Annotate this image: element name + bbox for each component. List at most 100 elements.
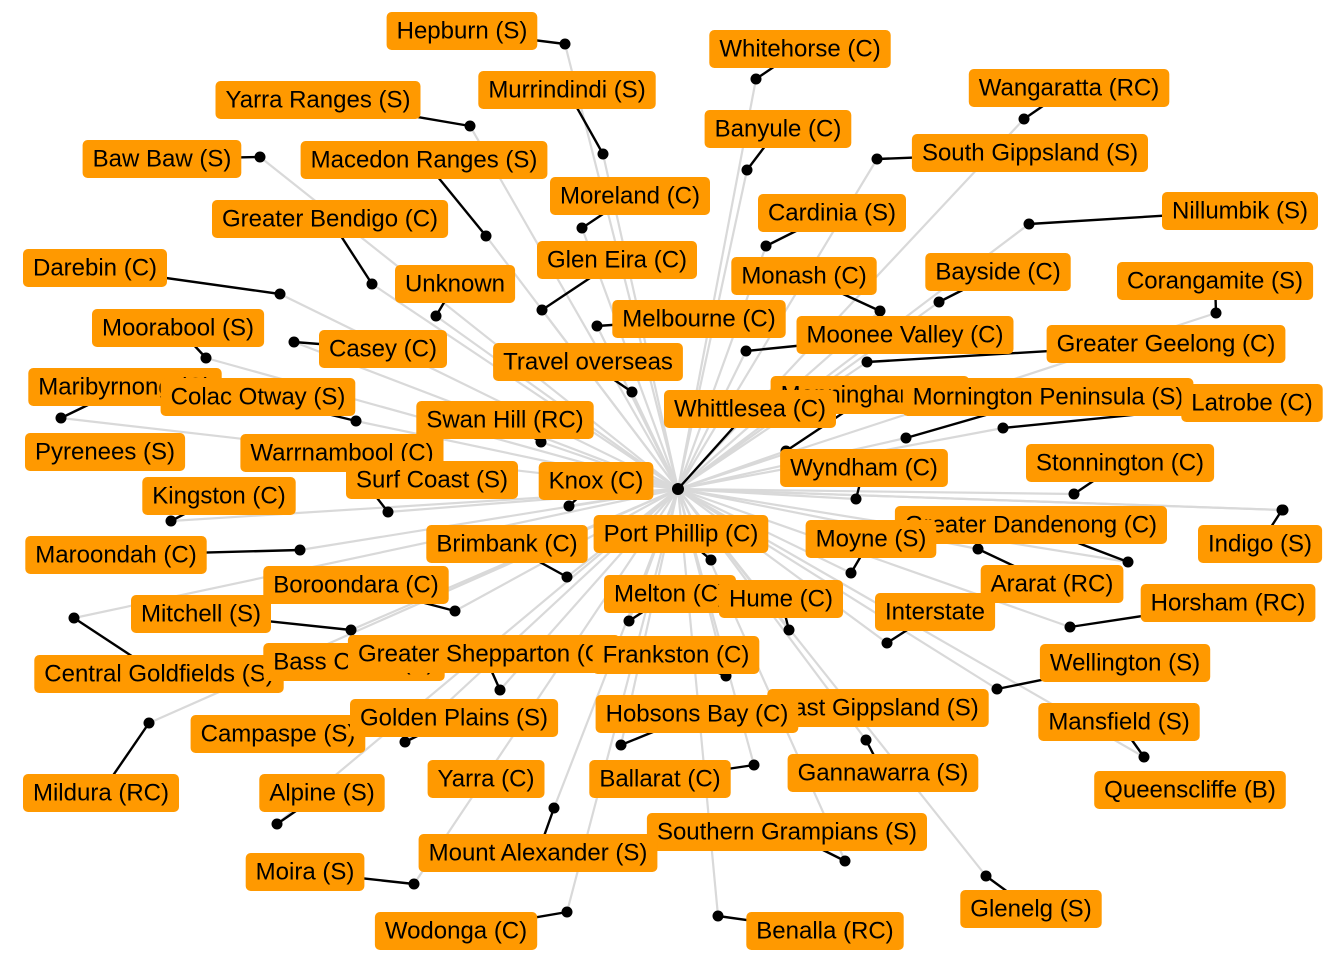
node-ballarat-c[interactable] [748, 759, 760, 771]
label-south-gippsland-s[interactable]: South Gippsland (S) [911, 134, 1148, 172]
node-kingston-c[interactable] [165, 515, 177, 527]
label-stonnington-c[interactable]: Stonnington (C) [1026, 444, 1215, 482]
label-ballarat-c[interactable]: Ballarat (C) [589, 760, 731, 798]
label-brimbank-c[interactable]: Brimbank (C) [426, 525, 588, 563]
label-murrindindi-s[interactable]: Murrindindi (S) [478, 71, 656, 109]
label-ararat-rc[interactable]: Ararat (RC) [980, 565, 1124, 603]
node-darebin-c[interactable] [274, 288, 286, 300]
label-casey-c[interactable]: Casey (C) [319, 330, 447, 368]
node-stonnington-c[interactable] [1068, 488, 1080, 500]
node-wangaratta-rc[interactable] [1018, 113, 1030, 125]
label-wyndham-c[interactable]: Wyndham (C) [780, 449, 948, 487]
node-hume-c[interactable] [783, 624, 795, 636]
label-campaspe-s[interactable]: Campaspe (S) [190, 715, 366, 753]
node-moira-s[interactable] [408, 878, 420, 890]
label-hume-c[interactable]: Hume (C) [719, 580, 843, 618]
node-brimbank-c[interactable] [561, 571, 573, 583]
node-greater-geelong-c[interactable] [861, 356, 873, 368]
node-mornington-peninsula-s[interactable] [900, 432, 912, 444]
label-wellington-s[interactable]: Wellington (S) [1039, 644, 1211, 682]
label-corangamite-s[interactable]: Corangamite (S) [1117, 262, 1314, 300]
label-unknown[interactable]: Unknown [395, 265, 516, 303]
label-moyne-s[interactable]: Moyne (S) [805, 520, 937, 558]
label-yarra-ranges-s[interactable]: Yarra Ranges (S) [215, 81, 421, 119]
label-queenscliffe-b[interactable]: Queenscliffe (B) [1094, 771, 1286, 809]
label-pyrenees-s[interactable]: Pyrenees (S) [25, 433, 186, 471]
node-mildura-rc[interactable] [143, 717, 155, 729]
label-maroondah-c[interactable]: Maroondah (C) [25, 536, 207, 574]
node-benalla-rc[interactable] [712, 910, 724, 922]
node-melbourne-c[interactable] [591, 320, 603, 332]
node-wyndham-c[interactable] [850, 493, 862, 505]
label-horsham-rc[interactable]: Horsham (RC) [1140, 584, 1316, 622]
label-macedon-ranges-s[interactable]: Macedon Ranges (S) [300, 141, 548, 179]
node-greater-dandenong-c[interactable] [1122, 556, 1134, 568]
label-colac-otway-s[interactable]: Colac Otway (S) [160, 378, 356, 416]
label-swan-hill-rc[interactable]: Swan Hill (RC) [416, 401, 594, 439]
label-hepburn-s[interactable]: Hepburn (S) [386, 12, 538, 50]
label-greater-geelong-c[interactable]: Greater Geelong (C) [1046, 325, 1286, 363]
label-cardinia-s[interactable]: Cardinia (S) [758, 194, 906, 232]
label-greater-bendigo-c[interactable]: Greater Bendigo (C) [212, 200, 449, 238]
node-monash-c[interactable] [874, 305, 886, 317]
label-alpine-s[interactable]: Alpine (S) [259, 774, 385, 812]
node-maroondah-c[interactable] [294, 544, 306, 556]
label-indigo-s[interactable]: Indigo (S) [1198, 525, 1323, 563]
label-darebin-c[interactable]: Darebin (C) [23, 249, 167, 287]
node-horsham-rc[interactable] [1064, 621, 1076, 633]
node-extra-0[interactable] [1277, 504, 1289, 516]
node-melton-c[interactable] [623, 615, 635, 627]
label-mitchell-s[interactable]: Mitchell (S) [131, 595, 271, 633]
node-ararat-rc[interactable] [972, 543, 984, 555]
label-wodonga-c[interactable]: Wodonga (C) [374, 912, 538, 950]
node-whitehorse-c[interactable] [750, 73, 762, 85]
node-gannawarra-s[interactable] [860, 734, 872, 746]
label-banyule-c[interactable]: Banyule (C) [704, 110, 852, 148]
node-unknown[interactable] [430, 310, 442, 322]
node-travel-overseas[interactable] [626, 386, 638, 398]
node-southern-grampians-s[interactable] [839, 855, 851, 867]
node-latrobe-c[interactable] [997, 422, 1009, 434]
node-moyne-s[interactable] [845, 567, 857, 579]
node-murrindindi-s[interactable] [597, 148, 609, 160]
node-nillumbik-s[interactable] [1023, 218, 1035, 230]
node-warrnambool-c[interactable] [382, 506, 394, 518]
node-interstate[interactable] [881, 637, 893, 649]
node-glenelg-s[interactable] [980, 870, 992, 882]
node-banyule-c[interactable] [741, 164, 753, 176]
label-greater-dandenong-c[interactable]: Greater Dandenong (C) [894, 506, 1167, 544]
label-moira-s[interactable]: Moira (S) [245, 853, 365, 891]
label-melbourne-c[interactable]: Melbourne (C) [612, 300, 786, 338]
node-maribyrnong-c[interactable] [55, 412, 67, 424]
node-cardinia-s[interactable] [760, 240, 772, 252]
label-central-goldfields-s[interactable]: Central Goldfields (S) [34, 655, 284, 693]
label-east-gippsland-s[interactable]: East Gippsland (S) [767, 689, 989, 727]
node-boroondara-c[interactable] [449, 605, 461, 617]
label-mansfield-s[interactable]: Mansfield (S) [1038, 703, 1200, 741]
label-glen-eira-c[interactable]: Glen Eira (C) [537, 241, 697, 279]
node-macedon-ranges-s[interactable] [480, 230, 492, 242]
node-mount-alexander-s[interactable] [548, 802, 560, 814]
node-corangamite-s[interactable] [1210, 307, 1222, 319]
label-hobsons-bay-c[interactable]: Hobsons Bay (C) [595, 695, 799, 733]
label-wangaratta-rc[interactable]: Wangaratta (RC) [968, 69, 1170, 107]
node-port-phillip-c[interactable] [705, 554, 717, 566]
label-moreland-c[interactable]: Moreland (C) [550, 177, 710, 215]
label-surf-coast-s[interactable]: Surf Coast (S) [346, 461, 518, 499]
node-alpine-s[interactable] [271, 818, 283, 830]
label-port-phillip-c[interactable]: Port Phillip (C) [593, 515, 769, 553]
node-wellington-s[interactable] [991, 683, 1003, 695]
node-moreland-c[interactable] [576, 222, 588, 234]
label-mildura-rc[interactable]: Mildura (RC) [23, 774, 179, 812]
label-greater-shepparton-c[interactable]: Greater Shepparton (C) [347, 635, 620, 673]
node-knox-c[interactable] [563, 500, 575, 512]
label-mornington-peninsula-s[interactable]: Mornington Peninsula (S) [902, 378, 1194, 416]
label-hub-whittlesea-c[interactable]: Whittlesea (C) [664, 390, 836, 428]
label-latrobe-c[interactable]: Latrobe (C) [1181, 384, 1323, 422]
node-glen-eira-c[interactable] [536, 304, 548, 316]
node-bayside-c[interactable] [933, 296, 945, 308]
label-benalla-rc[interactable]: Benalla (RC) [746, 912, 904, 950]
label-frankston-c[interactable]: Frankston (C) [592, 636, 760, 674]
node-golden-plains-s[interactable] [399, 736, 411, 748]
label-baw-baw-s[interactable]: Baw Baw (S) [82, 140, 242, 178]
